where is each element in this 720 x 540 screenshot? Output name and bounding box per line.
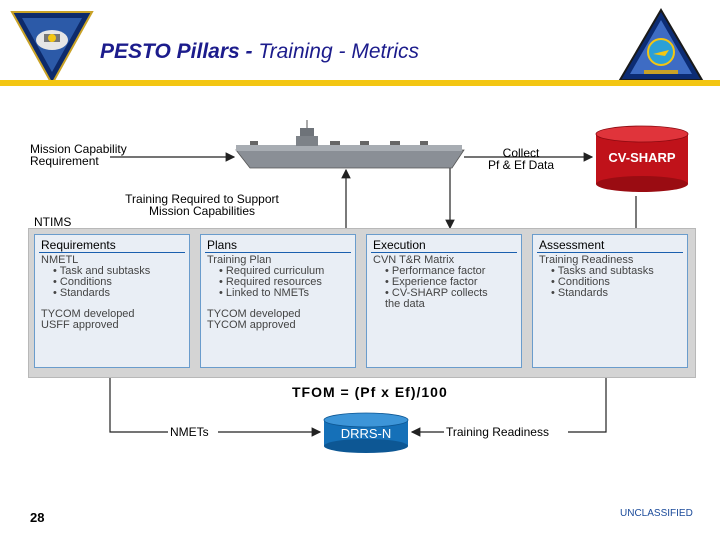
collect-data-label: Collect Pf & Ef Data <box>487 146 555 172</box>
requirements-column: Requirements NMETL • Task and subtasks •… <box>34 234 190 368</box>
cv-sharp-database-icon <box>595 125 689 192</box>
plans-heading: Plans <box>207 238 238 252</box>
ntims-label: NTIMS <box>34 215 72 229</box>
page-number: 28 <box>30 510 45 525</box>
execution-heading: Execution <box>373 238 426 252</box>
assessment-heading: Assessment <box>539 238 605 252</box>
training-required-label: Training Required to Support Mission Cap… <box>125 192 279 218</box>
classification-label: UNCLASSIFIED <box>620 508 693 519</box>
drrs-n-label: DRRS-N <box>340 426 392 441</box>
header-accent-bar <box>0 80 720 86</box>
plans-column: Plans Training Plan • Required curriculu… <box>200 234 356 368</box>
cv-sharp-label: CV-SHARP <box>608 150 676 165</box>
page-title: PESTO Pillars - Training - Metrics <box>100 40 419 63</box>
execution-body: CVN T&R Matrix • Performance factor • Ex… <box>373 254 488 310</box>
aircraft-carrier-icon <box>235 120 465 169</box>
requirements-heading: Requirements <box>41 238 116 252</box>
navy-seal-logo <box>10 11 94 86</box>
mission-capability-label: Mission Capability Requirement <box>30 142 127 168</box>
assessment-column: Assessment Training Readiness • Tasks an… <box>532 234 688 368</box>
assessment-body: Training Readiness • Tasks and subtasks … <box>539 254 654 299</box>
tfom-formula: TFOM = (Pf x Ef)/100 <box>292 384 448 400</box>
plans-body: Training Plan • Required curriculum • Re… <box>207 254 325 331</box>
execution-column: Execution CVN T&R Matrix • Performance f… <box>366 234 522 368</box>
requirements-body: NMETL • Task and subtasks • Conditions •… <box>41 254 151 331</box>
command-emblem-logo <box>618 8 704 81</box>
nmets-label: NMETs <box>170 425 209 439</box>
drrs-n-database-icon <box>323 412 409 453</box>
training-readiness-label: Training Readiness <box>446 425 549 439</box>
